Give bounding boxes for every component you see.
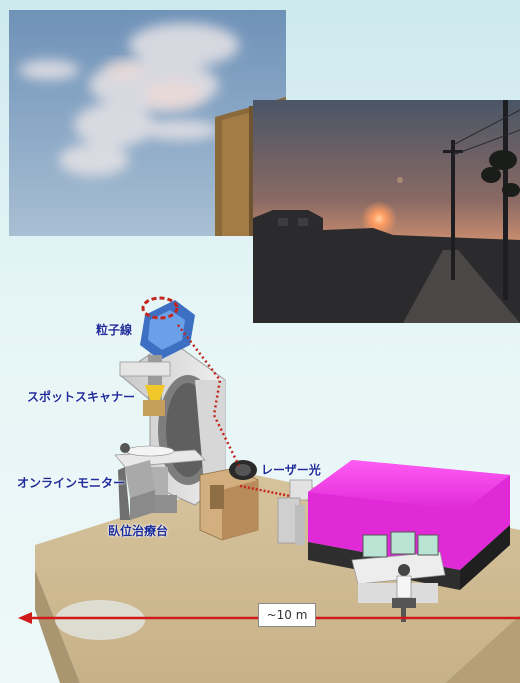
online-monitor-label: オンラインモニター xyxy=(17,476,126,490)
laser-unit-shape xyxy=(277,479,313,545)
laser-light-label: レーザー光 xyxy=(261,463,321,477)
particle-beam-path xyxy=(177,324,241,467)
patient-couch-label: 臥位治療台 xyxy=(108,524,169,538)
particle-beam-label: 粒子線 xyxy=(96,323,133,337)
platform-side xyxy=(35,545,80,683)
spot-scanner-label: スポットスキャナー xyxy=(27,390,136,404)
sky-photo xyxy=(9,10,286,236)
operator-console xyxy=(351,531,446,622)
beam-transport-block xyxy=(199,460,259,541)
nozzle-highlight xyxy=(141,296,179,320)
online-monitor-shape xyxy=(118,460,155,520)
sunset-photo xyxy=(253,100,520,323)
facility-diagram xyxy=(0,280,520,683)
scale-label: ~10 m xyxy=(258,603,316,627)
